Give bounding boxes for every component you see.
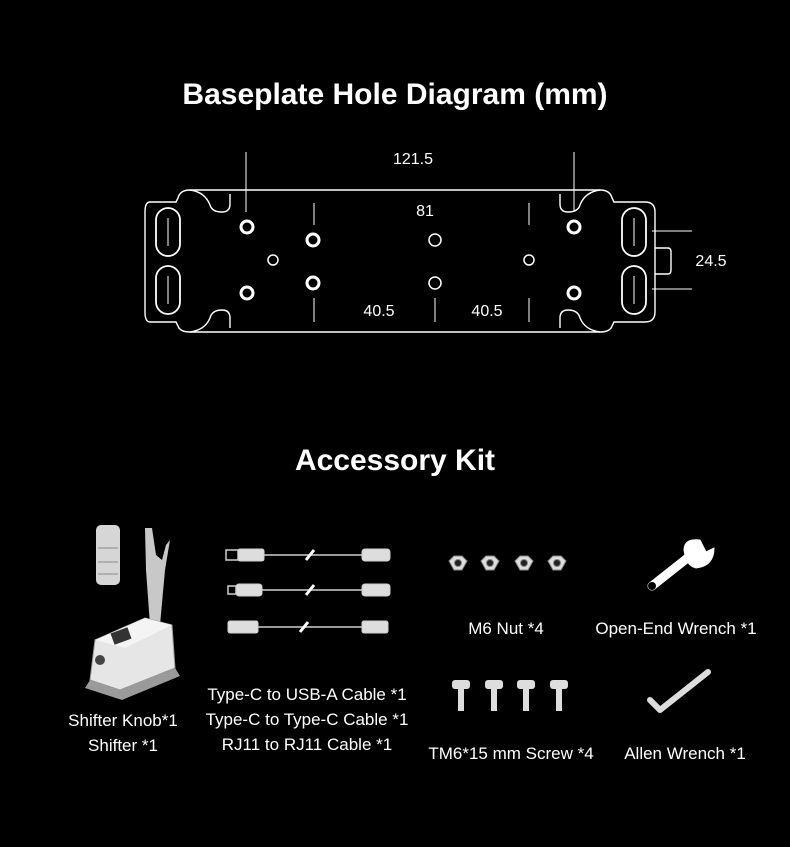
nut-label: M6 Nut *4 xyxy=(468,619,544,638)
screws-image xyxy=(452,680,568,711)
dim-outer-spacing: 121.5 xyxy=(393,151,433,168)
mounting-slots xyxy=(155,207,647,315)
shifter-knob-image xyxy=(96,525,120,585)
allen-wrench-image xyxy=(647,669,711,713)
dim-slot-spacing: 24.5 xyxy=(695,253,726,270)
cable-rj11-label: RJ11 to RJ11 Cable *1 xyxy=(221,735,393,754)
cables-caption: Type-C to USB-A Cable *1 Type-C to Type-… xyxy=(196,682,418,757)
dimension-lines xyxy=(245,152,692,322)
allen-wrench-label: Allen Wrench *1 xyxy=(624,744,746,763)
accessory-kit-title: Accessory Kit xyxy=(294,444,496,477)
nuts-image xyxy=(448,555,567,571)
screw-label: TM6*15 mm Screw *4 xyxy=(428,744,594,763)
dim-inner-spacing: 81 xyxy=(416,203,434,220)
cables-image xyxy=(225,548,391,634)
cable-usba-label: Type-C to USB-A Cable *1 xyxy=(207,685,407,704)
shifter-caption: Shifter Knob*1 Shifter *1 xyxy=(60,708,186,758)
cable-typec-label: Type-C to Type-C Cable *1 xyxy=(205,710,409,729)
shifter-knob-label: Shifter Knob*1 xyxy=(68,711,178,730)
open-end-wrench-image xyxy=(647,539,715,591)
baseplate-outline xyxy=(144,189,672,333)
dim-right-spacing: 40.5 xyxy=(471,303,502,320)
mounting-holes xyxy=(239,219,582,301)
diagram-title: Baseplate Hole Diagram (mm) xyxy=(182,78,608,111)
dimension-labels: 121.5 81 40.5 40.5 24.5 xyxy=(363,151,726,320)
open-wrench-label: Open-End Wrench *1 xyxy=(595,619,757,638)
dim-left-spacing: 40.5 xyxy=(363,303,394,320)
shifter-label: Shifter *1 xyxy=(88,736,158,755)
shifter-image xyxy=(85,528,180,700)
